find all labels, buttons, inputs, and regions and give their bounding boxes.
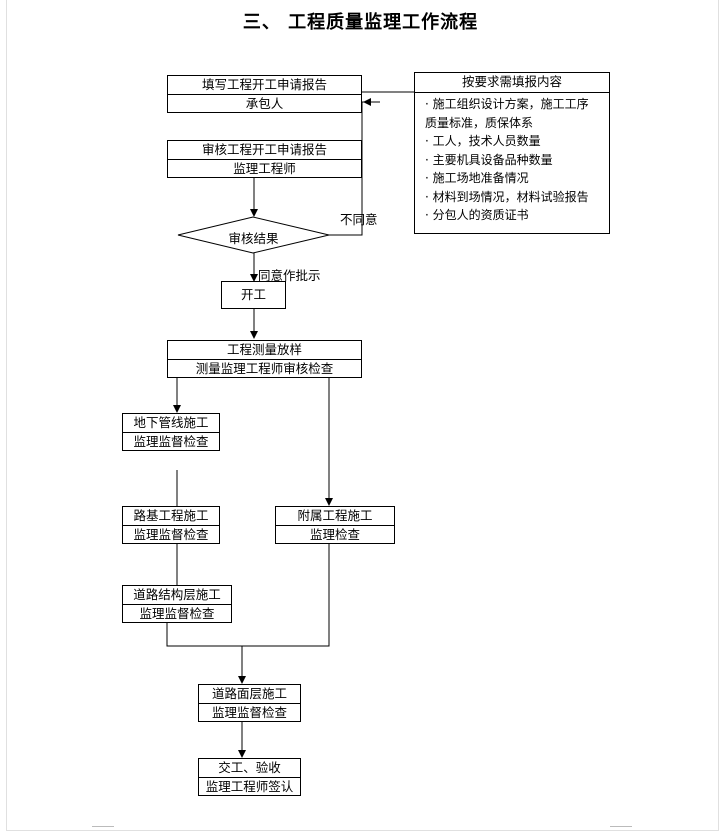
page-title: 三、 工程质量监理工作流程	[242, 12, 479, 33]
ancillary-check: 监理检查	[276, 525, 394, 544]
structure-check: 监理监督检查	[123, 604, 231, 623]
structure-title: 道路结构层施工	[133, 587, 221, 602]
survey-box: 工程测量放样 测量监理工程师审核检查	[167, 340, 362, 378]
decision-diamond	[177, 216, 330, 254]
list-item: · 施工组织设计方案，施工工序	[425, 97, 589, 111]
review-box: 审核工程开工申请报告 监理工程师	[167, 140, 362, 178]
handover-box: 交工、验收 监理工程师签认	[198, 758, 301, 796]
requirements-list: · 施工组织设计方案，施工工序 质量标准，质保体系 · 工人，技术人员数量 · …	[415, 93, 609, 225]
decision-label: 审核结果	[228, 231, 279, 246]
list-item: · 材料到场情况，材料试验报告	[425, 189, 589, 204]
list-item: 质量标准，质保体系	[425, 115, 534, 130]
requirements-heading: 按要求需填报内容	[415, 73, 609, 93]
pipeline-check: 监理监督检查	[123, 432, 219, 451]
ancillary-title: 附属工程施工	[297, 508, 373, 523]
list-item: · 施工场地准备情况	[425, 171, 529, 185]
handover-title: 交工、验收	[218, 760, 281, 775]
handover-signoff: 监理工程师签认	[199, 777, 300, 796]
apply-title: 填写工程开工申请报告	[201, 77, 327, 92]
requirements-box: 按要求需填报内容 · 施工组织设计方案，施工工序 质量标准，质保体系 · 工人，…	[414, 72, 610, 234]
subgrade-box: 路基工程施工 监理监督检查	[122, 506, 220, 544]
survey-owner: 测量监理工程师审核检查	[168, 359, 361, 378]
list-item: · 主要机具设备品种数量	[425, 152, 553, 167]
review-title: 审核工程开工申请报告	[201, 142, 327, 157]
subgrade-check: 监理监督检查	[123, 525, 219, 544]
pipeline-title: 地下管线施工	[133, 415, 209, 430]
surface-box: 道路面层施工 监理监督检查	[198, 684, 301, 722]
list-item: · 分包人的资质证书	[425, 208, 529, 222]
start-label: 开工	[240, 287, 266, 302]
review-owner: 监理工程师	[168, 159, 361, 178]
apply-owner: 承包人	[168, 94, 361, 113]
subgrade-title: 路基工程施工	[133, 508, 209, 523]
disagree-label: 不同意	[340, 212, 378, 227]
structure-box: 道路结构层施工 监理监督检查	[122, 585, 232, 623]
document-page	[6, 0, 719, 831]
ancillary-box: 附属工程施工 监理检查	[275, 506, 395, 544]
agree-label: 同意作批示	[258, 268, 321, 283]
surface-check: 监理监督检查	[199, 703, 300, 722]
start-box: 开工	[221, 281, 286, 309]
survey-title: 工程测量放样	[226, 342, 302, 357]
apply-box: 填写工程开工申请报告 承包人	[167, 75, 362, 113]
list-item: · 工人，技术人员数量	[425, 134, 541, 148]
page-corner-mark-right	[610, 826, 632, 833]
surface-title: 道路面层施工	[211, 686, 287, 701]
page-corner-mark-left	[92, 826, 114, 833]
pipeline-box: 地下管线施工 监理监督检查	[122, 413, 220, 451]
merge-lines	[166, 543, 330, 647]
